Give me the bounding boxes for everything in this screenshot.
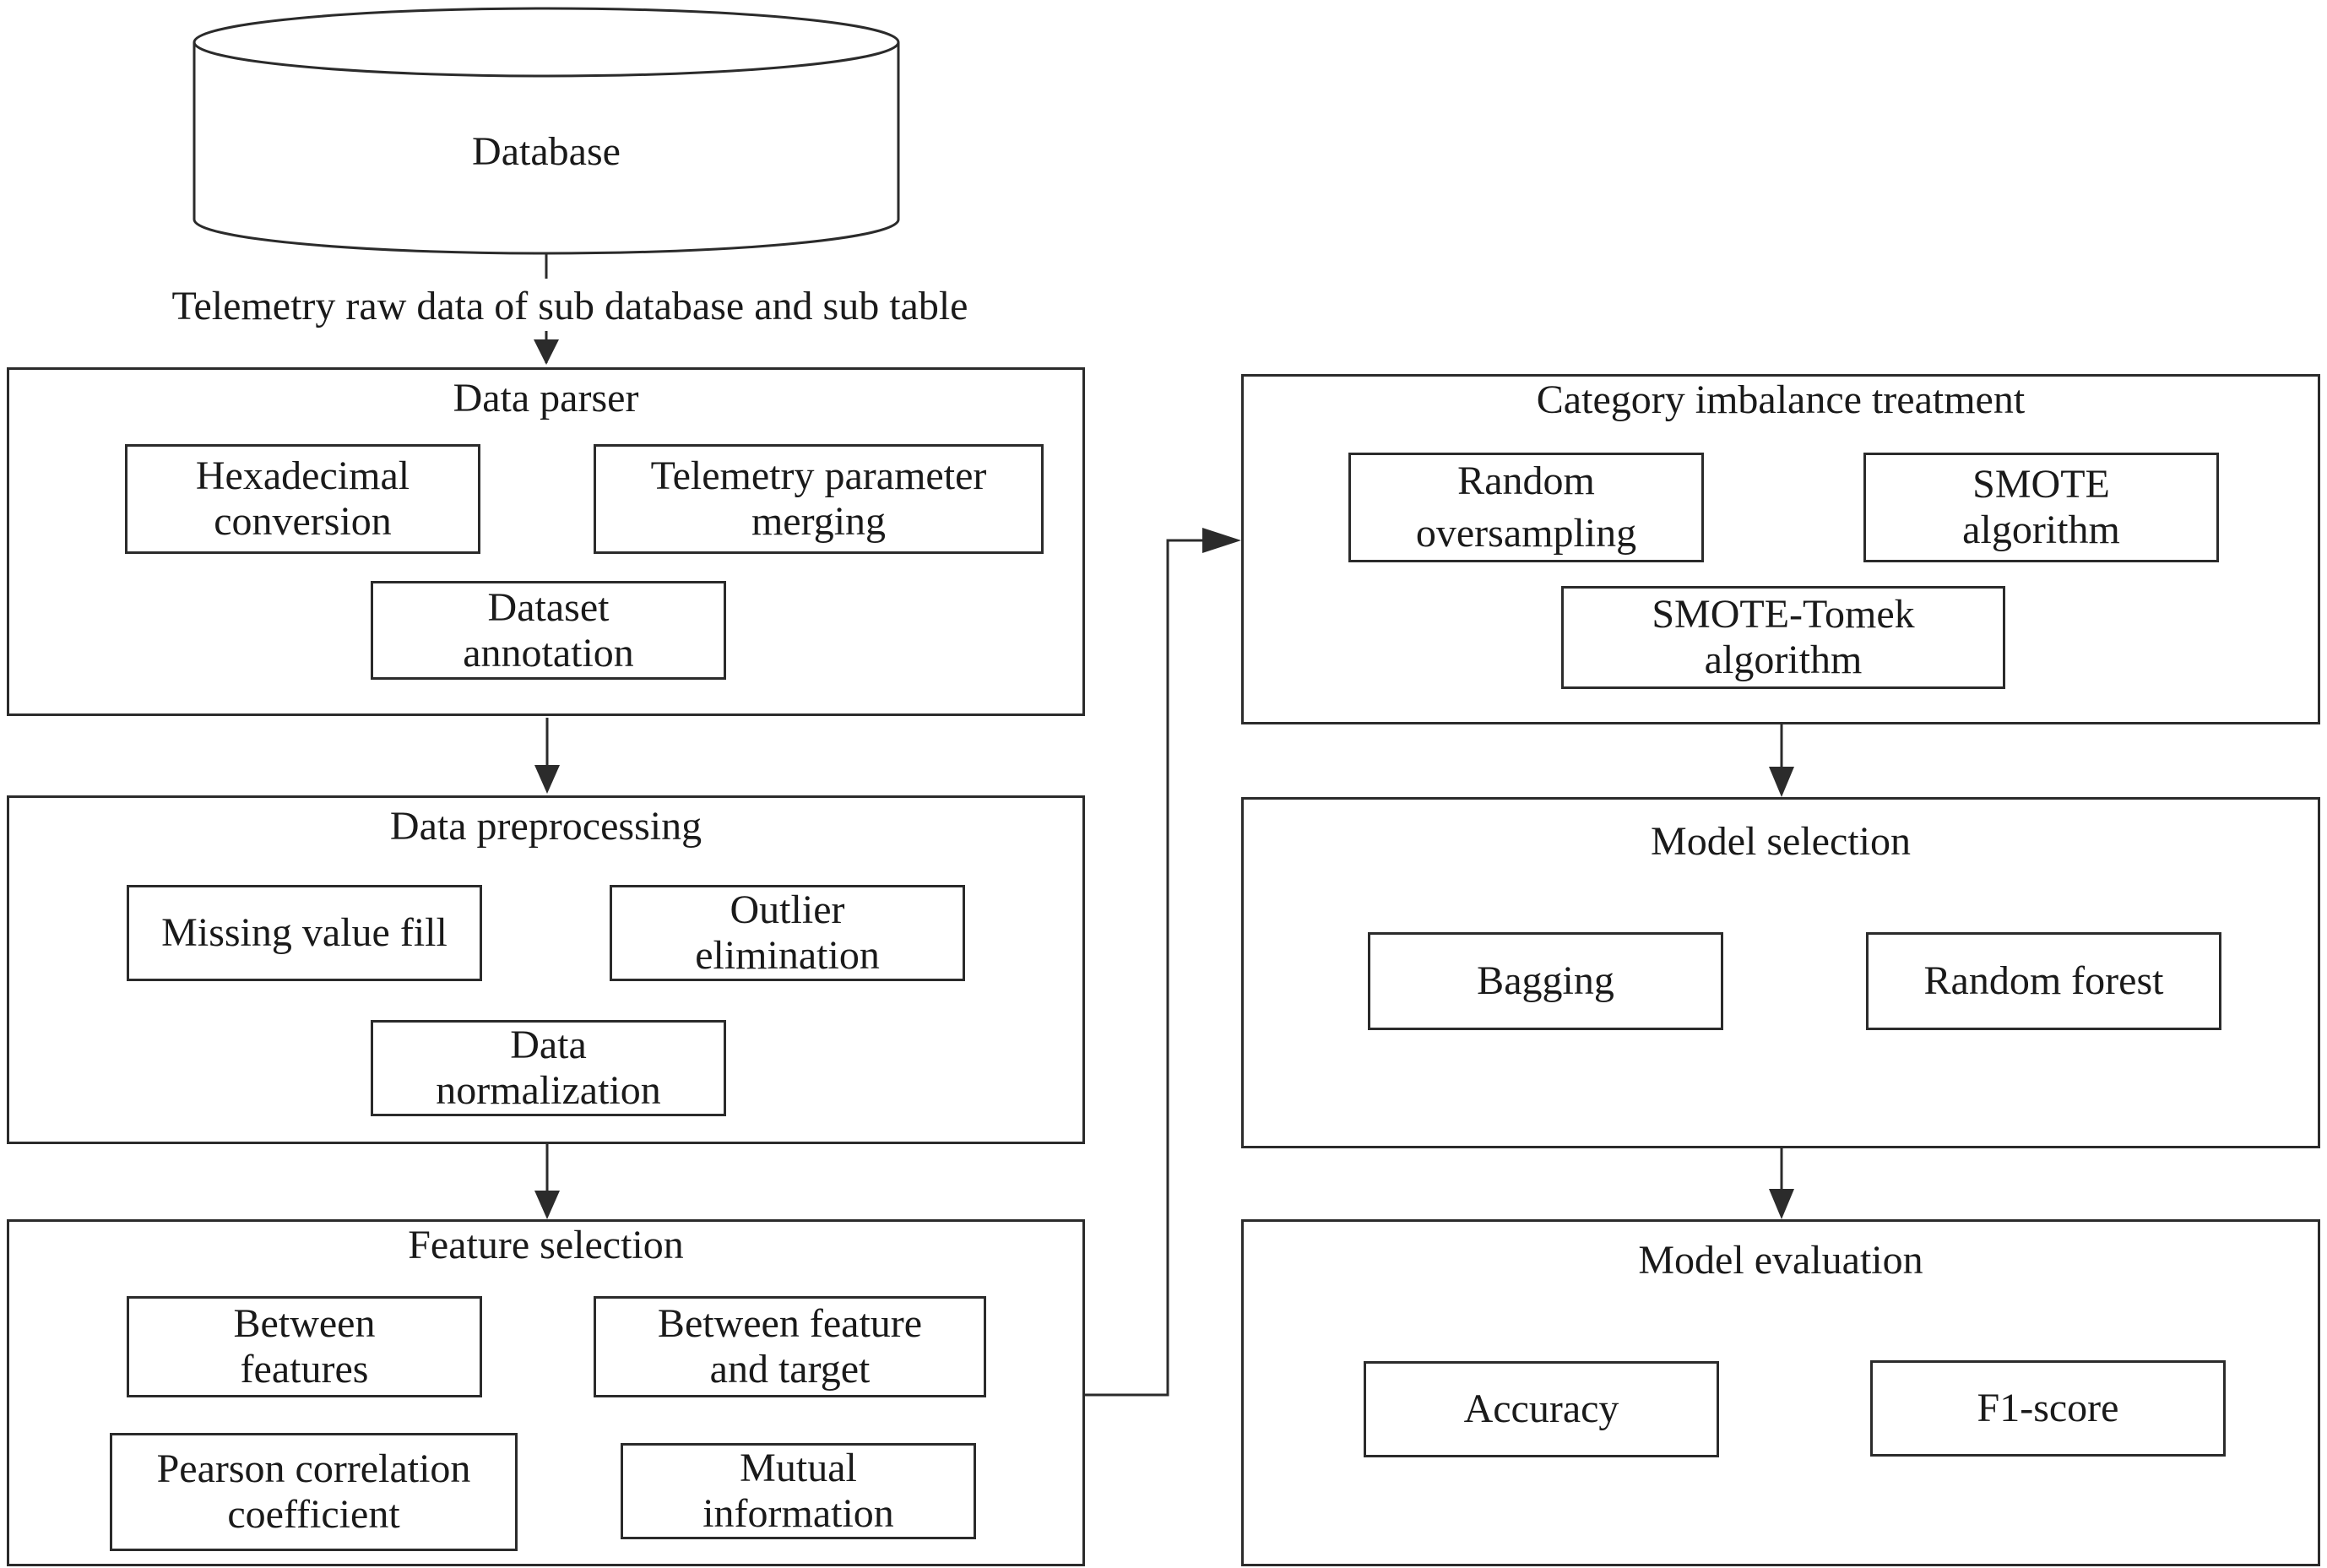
between-feature-and-target-box: Between feature and target: [594, 1296, 986, 1397]
model-evaluation-box: Model evaluation Accuracy F1-score: [1241, 1219, 2320, 1566]
data-normalization-box: Data normalization: [371, 1020, 726, 1116]
between-features-box: Between features: [127, 1296, 482, 1397]
outlier-elimination-label: Outlier elimination: [695, 887, 880, 978]
model-selection-box: Model selection Bagging Random forest: [1241, 797, 2320, 1148]
feature-selection-title: Feature selection: [408, 1223, 684, 1267]
model-selection-title: Model selection: [1651, 819, 1911, 864]
dataset-annotation-label: Dataset annotation: [463, 584, 634, 675]
data-preprocessing-box: Data preprocessing Missing value fill Ou…: [7, 795, 1085, 1144]
missing-value-fill-label: Missing value fill: [161, 910, 448, 955]
dataset-annotation-box: Dataset annotation: [371, 581, 726, 680]
data-parser-box: Data parser Hexadecimal conversion Telem…: [7, 367, 1085, 716]
bagging-label: Bagging: [1477, 958, 1614, 1003]
pearson-correlation-coefficient-box: Pearson correlation coefficient: [110, 1433, 518, 1551]
model-evaluation-title: Model evaluation: [1638, 1238, 1923, 1283]
f1-score-label: F1-score: [1977, 1386, 2119, 1430]
hexadecimal-conversion-box: Hexadecimal conversion: [125, 444, 480, 554]
pearson-correlation-coefficient-label: Pearson correlation coefficient: [156, 1446, 471, 1537]
random-forest-label: Random forest: [1923, 958, 2164, 1003]
missing-value-fill-box: Missing value fill: [127, 885, 482, 981]
smote-algorithm-label: SMOTE algorithm: [1962, 462, 2120, 552]
smote-algorithm-box: SMOTE algorithm: [1863, 453, 2219, 562]
smote-tomek-algorithm-box: SMOTE-Tomek algorithm: [1561, 586, 2005, 689]
data-preprocessing-title: Data preprocessing: [389, 804, 702, 849]
between-features-label: Between features: [233, 1301, 376, 1392]
category-imbalance-treatment-box: Category imbalance treatment Random over…: [1241, 374, 2320, 724]
outlier-elimination-box: Outlier elimination: [610, 885, 965, 981]
telemetry-parameter-merging-label: Telemetry parameter merging: [650, 453, 987, 544]
arrow-feature-to-imbalance: [1085, 539, 1216, 1397]
telemetry-parameter-merging-box: Telemetry parameter merging: [594, 444, 1044, 554]
data-normalization-label: Data normalization: [436, 1023, 661, 1113]
random-oversampling-box: Random oversampling: [1348, 453, 1704, 562]
f1-score-box: F1-score: [1870, 1360, 2226, 1457]
data-parser-title: Data parser: [453, 376, 639, 420]
accuracy-box: Accuracy: [1364, 1361, 1719, 1457]
feature-selection-box: Feature selection Between features Betwe…: [7, 1219, 1085, 1566]
database-cylinder: [193, 7, 900, 255]
category-imbalance-treatment-title: Category imbalance treatment: [1536, 377, 2026, 422]
mutual-information-label: Mutual information: [702, 1446, 894, 1536]
accuracy-label: Accuracy: [1463, 1386, 1619, 1431]
bagging-box: Bagging: [1368, 932, 1723, 1030]
mutual-information-box: Mutual information: [621, 1443, 976, 1539]
edge-label-telemetry-raw-data: Telemetry raw data of sub database and s…: [171, 284, 968, 328]
random-oversampling-label: Random oversampling: [1415, 458, 1637, 556]
random-forest-box: Random forest: [1866, 932, 2221, 1030]
database-label: Database: [472, 129, 621, 174]
between-feature-and-target-label: Between feature and target: [657, 1301, 923, 1392]
smote-tomek-algorithm-label: SMOTE-Tomek algorithm: [1652, 592, 1915, 682]
hexadecimal-conversion-label: Hexadecimal conversion: [195, 453, 410, 544]
